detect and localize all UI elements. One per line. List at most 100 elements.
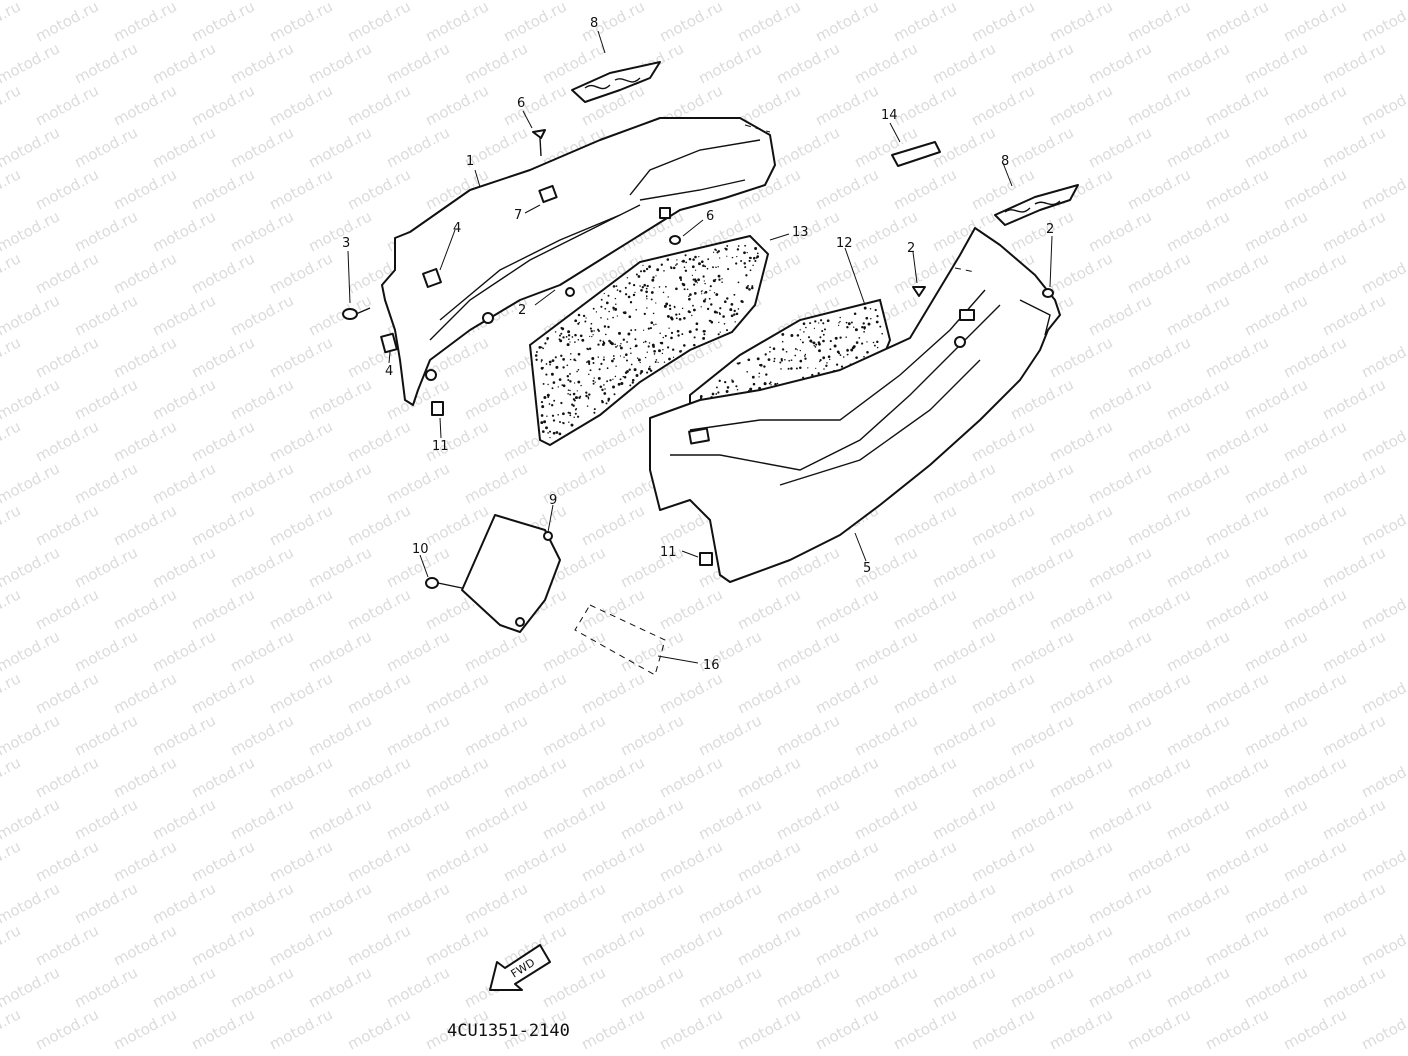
foam-speckle xyxy=(569,341,571,343)
foam-speckle xyxy=(734,321,736,323)
watermark-text: motod.ru xyxy=(32,501,101,549)
foam-speckle xyxy=(879,325,882,328)
watermark-text: motod.ru xyxy=(1280,669,1349,717)
foam-speckle xyxy=(607,397,611,401)
foam-speckle xyxy=(567,330,571,334)
foam-speckle xyxy=(558,378,562,381)
watermark-text: motod.ru xyxy=(1241,963,1310,1011)
watermark-text: motod.ru xyxy=(110,753,179,801)
foam-speckle xyxy=(593,411,596,414)
foam-speckle xyxy=(647,345,650,348)
foam-speckle xyxy=(570,423,574,427)
foam-speckle xyxy=(731,379,733,381)
watermark-text: motod.ru xyxy=(1007,795,1076,843)
watermark-text: motod.ru xyxy=(968,0,1037,46)
watermark-text: motod.ru xyxy=(1358,585,1408,633)
foam-speckle xyxy=(648,342,651,344)
foam-speckle xyxy=(719,257,721,259)
foam-speckle xyxy=(576,415,580,418)
foam-speckle xyxy=(567,389,570,391)
foam-speckle xyxy=(676,329,680,333)
watermark-text: motod.ru xyxy=(305,711,374,759)
watermark-text: motod.ru xyxy=(188,333,257,381)
foam-speckle xyxy=(603,356,605,358)
watermark-text: motod.ru xyxy=(1085,627,1154,675)
foam-speckle xyxy=(752,382,756,386)
foam-speckle xyxy=(855,341,859,344)
watermark-text: motod.ru xyxy=(461,459,530,507)
foam-speckle xyxy=(541,405,545,409)
foam-speckle xyxy=(711,392,715,396)
foam-speckle xyxy=(717,333,720,336)
foam-speckle xyxy=(736,362,739,365)
foam-speckle xyxy=(695,328,698,331)
foam-speckle xyxy=(599,385,603,388)
foam-speckle xyxy=(807,336,811,339)
watermark-text: motod.ru xyxy=(656,669,725,717)
watermark-text: motod.ru xyxy=(149,795,218,843)
watermark-text: motod.ru xyxy=(149,123,218,171)
foam-speckle xyxy=(698,262,701,266)
watermark-text: motod.ru xyxy=(929,459,998,507)
foam-speckle xyxy=(664,334,667,337)
watermark-text: motod.ru xyxy=(1163,879,1232,927)
foam-speckle xyxy=(667,296,669,298)
foam-speckle xyxy=(710,303,713,306)
foam-speckle xyxy=(703,292,706,294)
callout-13: 13 xyxy=(792,225,809,240)
watermark-text: motod.ru xyxy=(1202,417,1271,465)
foam-speckle xyxy=(651,291,653,294)
foam-speckle xyxy=(600,317,602,319)
watermark-text: motod.ru xyxy=(812,81,881,129)
foam-speckle xyxy=(540,359,543,362)
watermark-text: motod.ru xyxy=(266,249,335,297)
foam-speckle xyxy=(559,421,561,423)
foam-speckle xyxy=(646,351,648,353)
foam-speckle xyxy=(586,405,589,407)
foam-speckle xyxy=(796,334,800,337)
foam-speckle xyxy=(547,383,549,386)
foam-speckle xyxy=(876,315,879,318)
foam-speckle xyxy=(666,314,670,318)
foam-speckle xyxy=(656,268,660,272)
watermark-text: motod.ru xyxy=(71,543,140,591)
foam-speckle xyxy=(672,356,675,358)
foam-speckle xyxy=(653,353,656,355)
foam-speckle xyxy=(646,298,648,300)
watermark-text: motod.ru xyxy=(188,81,257,129)
watermark-text: motod.ru xyxy=(461,39,530,87)
foam-speckle xyxy=(666,258,670,261)
watermark-text: motod.ru xyxy=(1319,627,1388,675)
watermark-text: motod.ru xyxy=(1202,165,1271,213)
foam-speckle xyxy=(829,358,831,361)
watermark-text: motod.ru xyxy=(383,795,452,843)
foam-speckle xyxy=(562,366,565,369)
watermark-text: motod.ru xyxy=(578,669,647,717)
foam-speckle xyxy=(599,339,602,342)
foam-speckle xyxy=(870,317,872,320)
foam-speckle xyxy=(819,360,821,363)
watermark-text: motod.ru xyxy=(539,963,608,1011)
foam-speckle xyxy=(839,316,841,319)
foam-speckle xyxy=(801,341,804,344)
watermark-text: motod.ru xyxy=(188,585,257,633)
foam-speckle xyxy=(823,328,827,331)
foam-speckle xyxy=(875,320,879,324)
foam-speckle xyxy=(608,310,610,313)
watermark-text: motod.ru xyxy=(0,249,24,297)
watermark-text: motod.ru xyxy=(1046,81,1115,129)
foam-speckle xyxy=(653,324,655,326)
foam-speckle xyxy=(639,372,642,375)
foam-speckle xyxy=(549,436,551,439)
foam-speckle xyxy=(624,293,628,296)
foam-speckle xyxy=(612,285,616,288)
watermark-text: motod.ru xyxy=(1241,795,1310,843)
foam-speckle xyxy=(718,379,721,382)
watermark-text: motod.ru xyxy=(383,963,452,1011)
watermark-text: motod.ru xyxy=(71,963,140,1011)
foam-speckle xyxy=(717,391,720,394)
watermark-text: motod.ru xyxy=(929,711,998,759)
foam-speckle xyxy=(811,373,814,377)
foam-speckle xyxy=(634,338,637,341)
callout-8: 8 xyxy=(1001,154,1009,169)
